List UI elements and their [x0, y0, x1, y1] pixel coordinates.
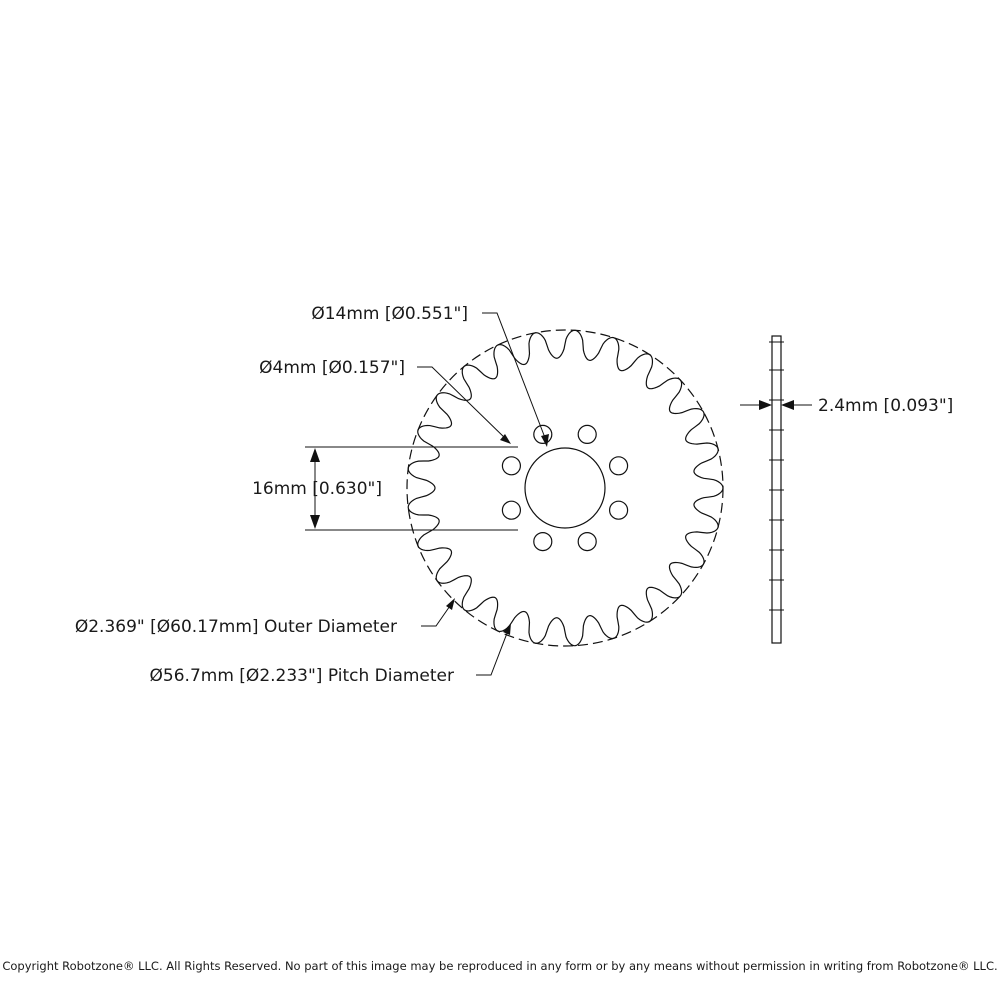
- mounting-hole: [608, 500, 629, 520]
- hole-spacing-dimension: 16mm [0.630"]: [252, 446, 518, 531]
- thickness-dimension: 2.4mm [0.093"]: [740, 396, 953, 416]
- copyright-notice: Copyright Robotzone® LLC. All Rights Res…: [2, 959, 997, 973]
- outer-diameter-label: Ø2.369" [Ø60.17mm] Outer Diameter: [75, 617, 397, 637]
- hole-spacing-label: 16mm [0.630"]: [252, 479, 382, 499]
- outer-diameter-dimension: Ø2.369" [Ø60.17mm] Outer Diameter: [75, 598, 455, 637]
- sprocket-front-view: [406, 329, 724, 647]
- mounting-hole: [533, 424, 553, 445]
- mounting-hole: [577, 531, 597, 552]
- pitch-diameter-dimension: Ø56.7mm [Ø2.233"] Pitch Diameter: [150, 623, 511, 686]
- bore-dimension: Ø14mm [Ø0.551"]: [311, 304, 549, 447]
- mounting-hole: [577, 424, 597, 445]
- mounting-holes: [501, 424, 629, 552]
- bore-dimension-label: Ø14mm [Ø0.551"]: [311, 304, 468, 324]
- sprocket-side-view: [769, 335, 784, 644]
- thickness-label: 2.4mm [0.093"]: [818, 396, 953, 416]
- pitch-diameter-label: Ø56.7mm [Ø2.233"] Pitch Diameter: [150, 666, 454, 686]
- mounting-hole: [533, 531, 553, 552]
- sprocket-tooth-profile: [407, 329, 724, 647]
- mounting-hole: [608, 456, 629, 476]
- hole-dimension: Ø4mm [Ø0.157"]: [259, 358, 511, 444]
- hole-dimension-label: Ø4mm [Ø0.157"]: [259, 358, 405, 378]
- mounting-hole: [501, 500, 522, 520]
- center-bore: [524, 447, 606, 529]
- mounting-hole: [501, 456, 522, 476]
